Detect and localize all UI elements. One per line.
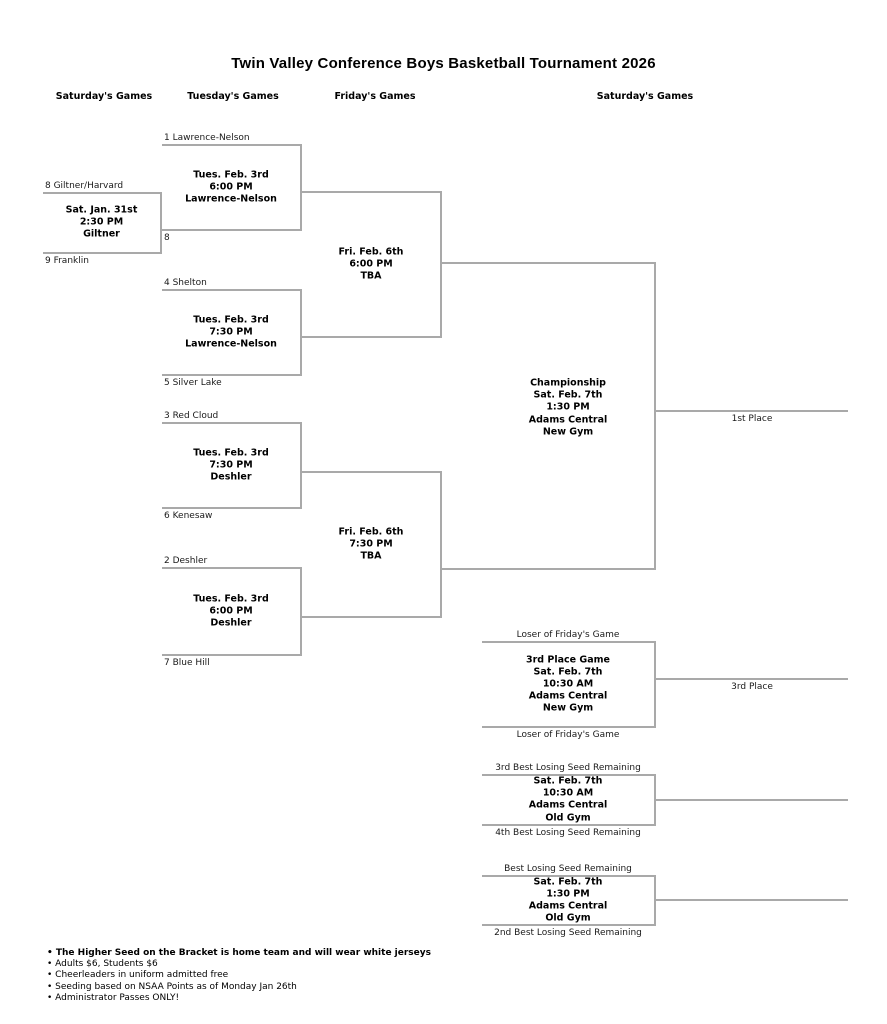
note-item: • Adults $6, Students $6	[47, 959, 158, 970]
seed-label-top: 2 Deshler	[164, 556, 208, 566]
third-place-label: 3rd Place	[731, 682, 773, 692]
entrant-label-bottom: 2nd Best Losing Seed Remaining	[494, 928, 642, 938]
match-championship: Championship Sat. Feb. 7th 1:30 PM Adams…	[442, 262, 656, 570]
entrant-label-top: Loser of Friday's Game	[516, 630, 620, 640]
match-info: Fri. Feb. 6th 7:30 PM TBA	[338, 526, 404, 562]
footer-notes: • The Higher Seed on the Bracket is home…	[47, 948, 431, 1004]
match-info: Sat. Feb. 7th 1:30 PM Adams Central Old …	[528, 876, 608, 924]
match-info: Sat. Jan. 31st 2:30 PM Giltner	[65, 204, 138, 241]
connector-line-consolation-2	[656, 899, 848, 901]
connector-line-first-place	[656, 410, 848, 412]
seed-label-bottom: 8	[164, 233, 170, 243]
seed-label-bottom: 9 Franklin	[45, 256, 89, 266]
match-playin: 8 Giltner/Harvard Sat. Jan. 31st 2:30 PM…	[43, 181, 162, 266]
entrant-label-bottom: Loser of Friday's Game	[516, 730, 620, 740]
seed-label-top: 1 Lawrence-Nelson	[164, 133, 250, 143]
match-consolation-2: Best Losing Seed Remaining Sat. Feb. 7th…	[482, 864, 656, 938]
match-quarterfinal-4: 2 Deshler Tues. Feb. 3rd 6:00 PM Deshler…	[162, 556, 302, 668]
column-header-saturday-2: Saturday's Games	[596, 91, 694, 102]
note-item: • Seeding based on NSAA Points as of Mon…	[47, 981, 297, 992]
note-item: • Administrator Passes ONLY!	[47, 992, 180, 1003]
entrant-label-top: 3rd Best Losing Seed Remaining	[495, 763, 641, 773]
seed-label-top: 3 Red Cloud	[164, 411, 219, 421]
seed-label-top: 8 Giltner/Harvard	[45, 181, 124, 191]
note-item: • The Higher Seed on the Bracket is home…	[47, 948, 431, 958]
page-title: Twin Valley Conference Boys Basketball T…	[231, 55, 656, 72]
match-info: Championship Sat. Feb. 7th 1:30 PM Adams…	[528, 377, 608, 438]
seed-label-bottom: 6 Kenesaw	[164, 511, 213, 521]
match-quarterfinal-1: 1 Lawrence-Nelson Tues. Feb. 3rd 6:00 PM…	[162, 133, 302, 243]
seed-label-bottom: 7 Blue Hill	[164, 658, 210, 668]
match-consolation-1: 3rd Best Losing Seed Remaining Sat. Feb.…	[482, 763, 656, 838]
match-info: Tues. Feb. 3rd 6:00 PM Lawrence-Nelson	[185, 169, 277, 205]
match-quarterfinal-2: 4 Shelton Tues. Feb. 3rd 7:30 PM Lawrenc…	[162, 278, 302, 388]
column-header-saturday-1: Saturday's Games	[55, 91, 153, 102]
match-info: Sat. Feb. 7th 10:30 AM Adams Central Old…	[528, 775, 608, 824]
note-item: • Cheerleaders in uniform admitted free	[47, 970, 229, 981]
match-info: Tues. Feb. 3rd 7:30 PM Deshler	[193, 447, 269, 483]
match-info: Tues. Feb. 3rd 7:30 PM Lawrence-Nelson	[185, 314, 277, 350]
connector-line-consolation-1	[656, 799, 848, 801]
connector-line-third-place	[656, 678, 848, 680]
column-header-friday: Friday's Games	[334, 91, 416, 102]
match-info: 3rd Place Game Sat. Feb. 7th 10:30 AM Ad…	[526, 653, 610, 714]
match-semifinal-1: Fri. Feb. 6th 6:00 PM TBA	[302, 191, 442, 338]
match-info: Fri. Feb. 6th 6:00 PM TBA	[338, 246, 404, 282]
entrant-label-bottom: 4th Best Losing Seed Remaining	[495, 828, 641, 838]
match-semifinal-2: Fri. Feb. 6th 7:30 PM TBA	[302, 471, 442, 618]
column-header-tuesday: Tuesday's Games	[187, 91, 279, 102]
seed-label-top: 4 Shelton	[164, 278, 207, 288]
match-third-place: Loser of Friday's Game 3rd Place Game Sa…	[482, 630, 656, 740]
first-place-label: 1st Place	[731, 414, 773, 424]
match-info: Tues. Feb. 3rd 6:00 PM Deshler	[193, 593, 269, 629]
match-quarterfinal-3: 3 Red Cloud Tues. Feb. 3rd 7:30 PM Deshl…	[162, 411, 302, 521]
seed-label-bottom: 5 Silver Lake	[164, 378, 222, 388]
entrant-label-top: Best Losing Seed Remaining	[504, 864, 632, 874]
